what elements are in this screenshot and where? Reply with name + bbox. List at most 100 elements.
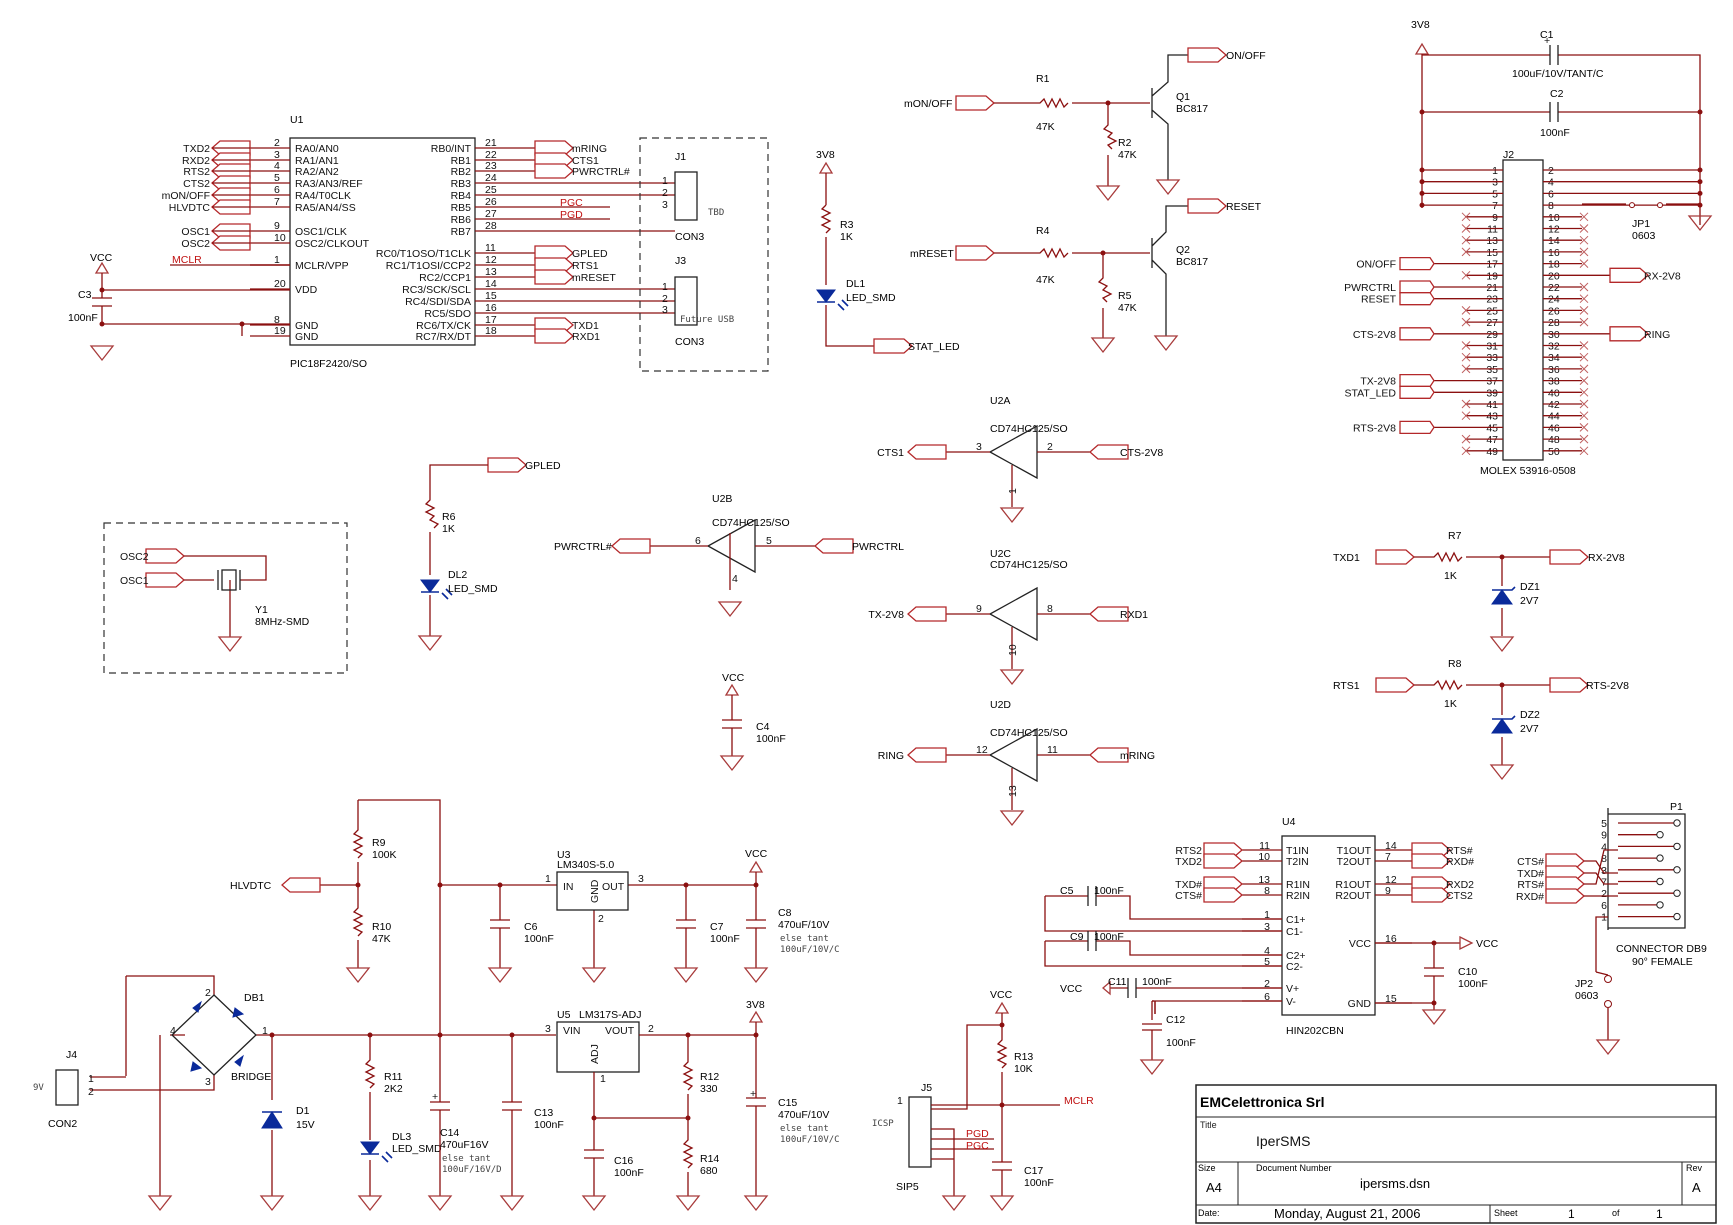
j2-net-label: CTS-2V8 (1353, 329, 1396, 341)
p1-pin-8: 8 (1601, 853, 1664, 865)
u1-pin-number: 21 (485, 137, 497, 149)
j3-pin3: 3 (662, 304, 668, 316)
u1-net-label: MCLR (172, 254, 202, 266)
c1-value: 100uF/10V/TANT/C (1512, 68, 1604, 80)
c14-value: 470uF16V (440, 1139, 488, 1151)
u1-pin-name: RA4/T0CLK (295, 190, 351, 202)
j4-value: CON2 (48, 1118, 77, 1130)
j5-pin1: 1 (897, 1095, 903, 1107)
c2-ref: C2 (1550, 88, 1564, 100)
u1-net-label: TXD1 (572, 320, 599, 332)
u1-pin-number: 12 (485, 254, 497, 266)
u1-pin-number: 27 (485, 208, 497, 220)
j2-pin-number: 21 (1486, 282, 1498, 294)
u1-pin-number: 2 (274, 137, 280, 149)
j2-pin-number: 39 (1486, 387, 1498, 399)
of-value: 1 (1656, 1207, 1663, 1221)
c4-ref: C4 (756, 721, 770, 733)
c9-ref: C9 (1070, 931, 1084, 943)
u4-pin-number: 12 (1385, 874, 1397, 886)
j2-pin-number: 3 (1492, 177, 1498, 189)
c7-value: 100nF (710, 933, 740, 945)
company-name: EMCelettronica Srl (1200, 1094, 1324, 1110)
j5-ref: J5 (921, 1082, 932, 1094)
r7-net-a: TXD1 (1333, 552, 1360, 564)
u1-pin-number: 10 (274, 232, 286, 244)
j2-pin-number: 23 (1486, 294, 1498, 306)
c14-note1: else tant (442, 1154, 491, 1164)
r12-ref: R12 (700, 1071, 719, 1083)
j4-note: 9V (33, 1083, 44, 1093)
y1-crystal: OSC2 OSC1 Y1 8MHz-SMD (103, 522, 348, 674)
u4-pin-name: R1OUT (1335, 879, 1371, 891)
j2-pin-number: 20 (1548, 270, 1560, 282)
u1-ref: U1 (290, 114, 304, 126)
c12-ref: C12 (1166, 1014, 1185, 1026)
u1-pin-number: 6 (274, 184, 280, 196)
u4-net-label: TXD# (1175, 879, 1202, 891)
u4-pin-name: T2OUT (1337, 856, 1372, 868)
p1-part2: 90° FEMALE (1632, 956, 1693, 968)
sheet-value: 1 (1568, 1207, 1575, 1221)
j2-pin-number: 24 (1548, 294, 1560, 306)
u4-pin-number: 7 (1385, 851, 1391, 863)
date-value: Monday, August 21, 2006 (1274, 1206, 1420, 1221)
p1-pin-7: 7 (1601, 877, 1664, 889)
d1-ref: D1 (296, 1105, 310, 1117)
j3-connector: J3 CON3 Future USB 1 2 3 (662, 255, 734, 348)
u4-pin-name: C1+ (1286, 914, 1306, 926)
u1-pin-number: 18 (485, 325, 497, 337)
u1-net-label: mRESET (572, 272, 616, 284)
j3-note: Future USB (680, 315, 734, 325)
u4-pin-number: 1 (1264, 909, 1270, 921)
c16-ref: C16 (614, 1155, 633, 1167)
j3-pin1: 1 (662, 281, 668, 293)
u1-pin-name: RB0/INT (431, 143, 472, 155)
u4-vcc-net: VCC (1476, 938, 1499, 950)
u4-pin-number: 10 (1258, 851, 1270, 863)
dz1-value: 2V7 (1520, 595, 1539, 607)
u1-pin-number: 25 (485, 184, 497, 196)
u1-pin-name: RB6 (451, 214, 472, 226)
p1-pin-number: 9 (1601, 830, 1607, 842)
u4-net-label: TXD2 (1175, 856, 1202, 868)
stat-led-port: STAT_LED (908, 341, 960, 353)
j2-supply-label: 3V8 (1411, 19, 1430, 31)
j2-pin-number: 48 (1548, 434, 1560, 446)
u4-pin-name: R2IN (1286, 890, 1310, 902)
c15-note2: 100uF/10V/C (780, 1135, 840, 1145)
r7-dz1-level-shift: TXD1 RX-2V8 R7 1K DZ1 2V7 (1333, 530, 1625, 652)
j2-pin-number: 47 (1486, 434, 1498, 446)
j2-pin-number: 10 (1548, 212, 1560, 224)
p1-pin-number: 2 (1601, 888, 1607, 900)
c16-value: 100nF (614, 1167, 644, 1179)
c3-decoupling: VCC C3 100nF (68, 252, 290, 361)
u5-supply-label: 3V8 (746, 999, 765, 1011)
u1-pin-name: RA0/AN0 (295, 143, 339, 155)
dl2-ref: DL2 (448, 569, 467, 581)
j2-pin-number: 28 (1548, 317, 1560, 329)
u4-pin-number: 13 (1258, 874, 1270, 886)
c3-ref: C3 (78, 289, 92, 301)
size-value: A4 (1206, 1180, 1222, 1195)
u5-pin3: 3 (545, 1023, 551, 1035)
q2-in-port: mRESET (910, 248, 954, 260)
j2-pin-number: 7 (1492, 200, 1498, 212)
y1-net-osc1: OSC1 (120, 575, 149, 587)
u4-pin-number: 5 (1264, 956, 1270, 968)
j2-pin-number: 22 (1548, 282, 1560, 294)
u5-pin2: 2 (648, 1023, 654, 1035)
